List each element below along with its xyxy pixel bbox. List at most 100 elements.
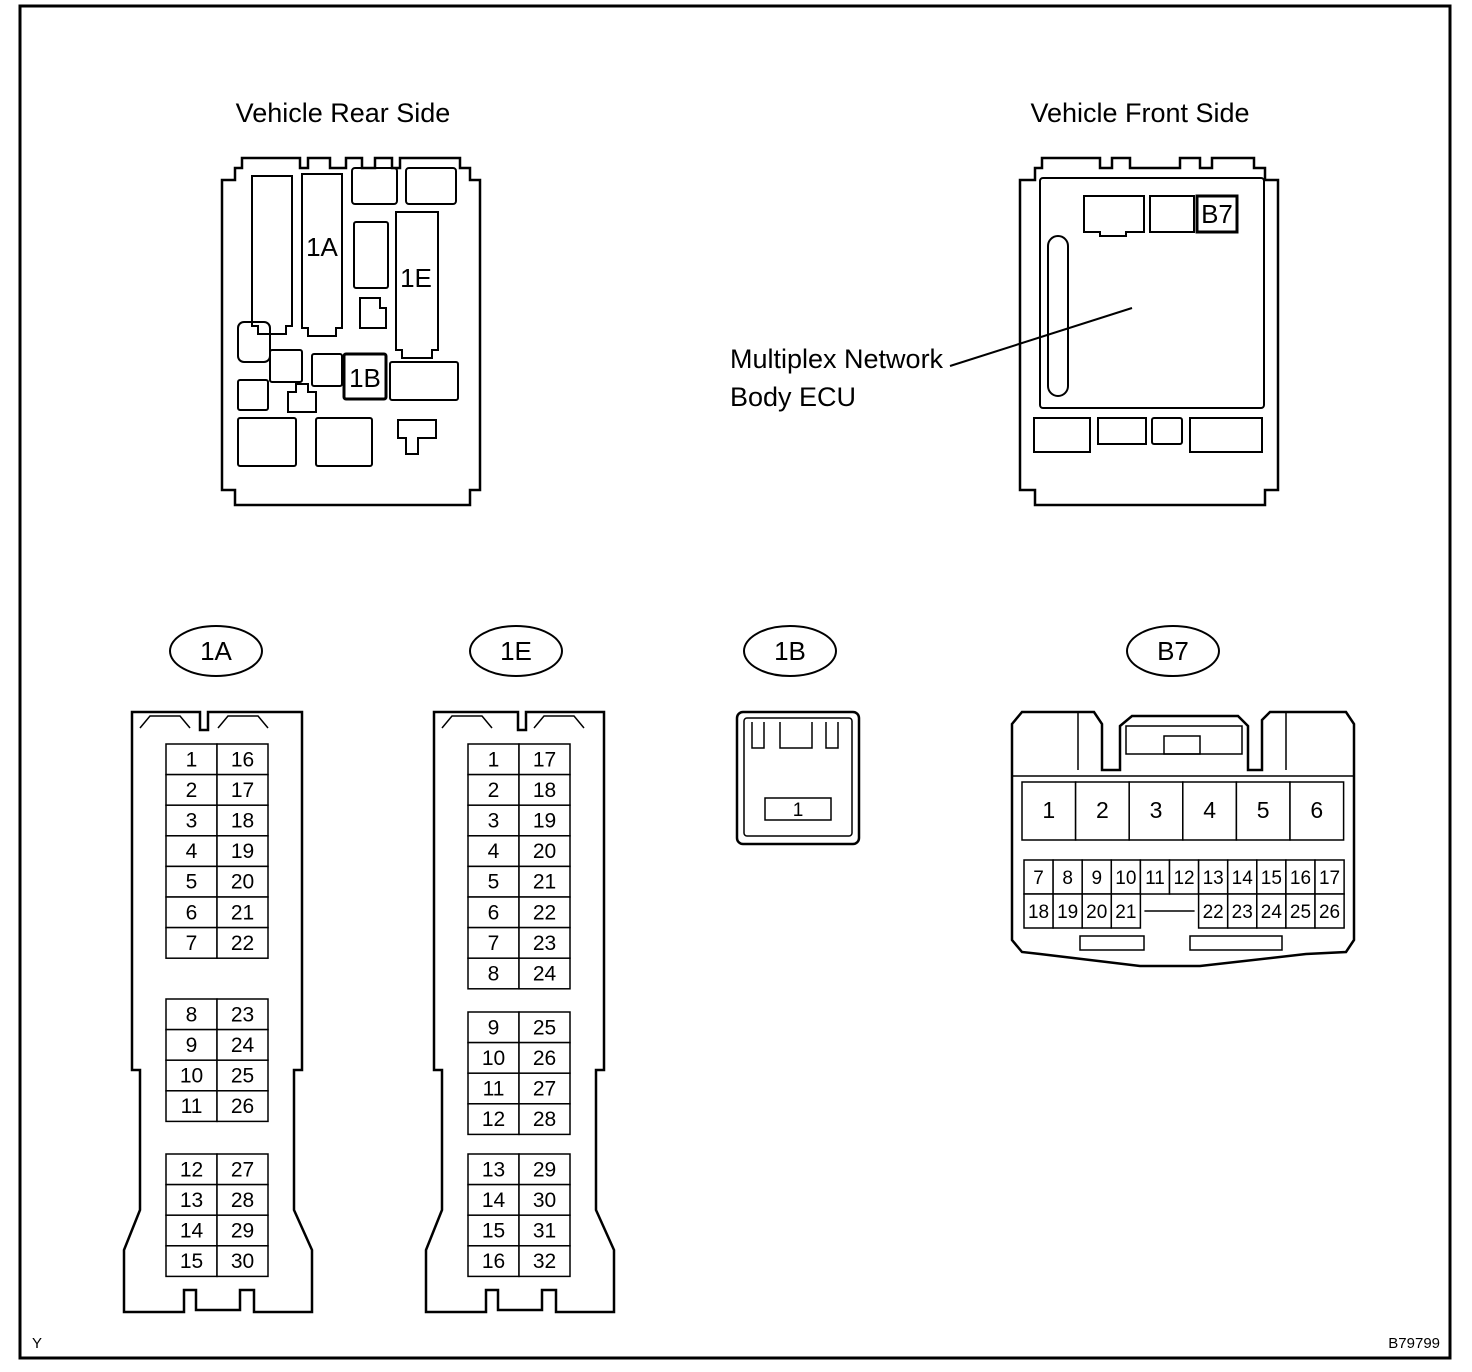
svg-text:21: 21 <box>1115 902 1136 923</box>
connector-1E-pin-31: 31 <box>518 1214 571 1247</box>
connector-B7-pin-26: 26 <box>1314 893 1345 929</box>
connector-1E-pin-14: 14 <box>467 1183 520 1216</box>
rear-tag-1A: 1A <box>306 232 338 262</box>
svg-text:19: 19 <box>1057 902 1078 923</box>
svg-text:25: 25 <box>231 1065 254 1088</box>
svg-text:14: 14 <box>1232 868 1254 889</box>
svg-text:28: 28 <box>231 1189 254 1212</box>
connector-1B-name: 1B <box>743 625 837 677</box>
svg-text:8: 8 <box>1062 868 1073 889</box>
svg-text:1: 1 <box>488 748 500 771</box>
connector-1A-pin-18: 18 <box>216 804 269 837</box>
rear-junction-block <box>220 156 482 507</box>
svg-text:29: 29 <box>231 1220 254 1243</box>
svg-text:1: 1 <box>1042 797 1055 823</box>
rear-tag-1B: 1B <box>349 363 381 393</box>
connector-B7-pin-5: 5 <box>1235 781 1291 841</box>
connector-B7-pin-2: 2 <box>1074 781 1130 841</box>
connector-1A-pin-29: 29 <box>216 1214 269 1247</box>
connector-1A-pin-23: 23 <box>216 998 269 1031</box>
rear-tag-1E: 1E <box>400 263 432 293</box>
svg-text:4: 4 <box>1203 797 1216 823</box>
svg-text:22: 22 <box>231 932 254 955</box>
connector-1E-pin-19: 19 <box>518 804 571 837</box>
svg-text:31: 31 <box>533 1220 556 1243</box>
svg-text:2: 2 <box>1096 797 1109 823</box>
connector-1A-pin-28: 28 <box>216 1183 269 1216</box>
svg-text:23: 23 <box>533 932 556 955</box>
svg-text:11: 11 <box>483 1078 505 1101</box>
connector-1A-pin-19: 19 <box>216 835 269 868</box>
connector-1E-pin-21: 21 <box>518 865 571 898</box>
svg-text:3: 3 <box>1150 797 1163 823</box>
svg-text:23: 23 <box>1232 902 1253 923</box>
svg-text:20: 20 <box>1086 902 1107 923</box>
corner-mark: Y <box>32 1335 42 1352</box>
svg-text:1: 1 <box>186 748 198 771</box>
svg-text:21: 21 <box>533 871 556 894</box>
connector-1B-pin-1: 1 <box>764 797 832 821</box>
svg-text:16: 16 <box>231 748 254 771</box>
svg-text:19: 19 <box>533 810 556 833</box>
connector-1E-pin-30: 30 <box>518 1183 571 1216</box>
connector-1A-pin-16: 16 <box>216 743 269 776</box>
connector-1A-pin-7: 7 <box>165 926 218 959</box>
svg-text:3: 3 <box>186 810 198 833</box>
connector-1E-pin-16: 16 <box>467 1245 520 1278</box>
connector-B7-pin-20: 20 <box>1081 893 1113 929</box>
svg-text:9: 9 <box>488 1016 500 1039</box>
connector-B7-pin-11: 11 <box>1139 859 1171 895</box>
connector-B7-pin-18: 18 <box>1023 893 1054 929</box>
svg-text:28: 28 <box>533 1108 556 1131</box>
connector-1A-pin-5: 5 <box>165 865 218 898</box>
svg-text:24: 24 <box>231 1034 255 1057</box>
svg-text:21: 21 <box>231 901 254 924</box>
svg-text:5: 5 <box>488 871 500 894</box>
connector-1A-pin-12: 12 <box>165 1153 218 1186</box>
connector-1E-name: 1E <box>469 625 563 677</box>
rear-side-title: Vehicle Rear Side <box>236 98 451 128</box>
svg-text:15: 15 <box>482 1220 505 1243</box>
figure-frame <box>18 4 1452 1360</box>
figure-code: B79799 <box>1388 1335 1440 1352</box>
svg-text:7: 7 <box>1033 868 1044 889</box>
connector-B7-pin-15: 15 <box>1256 859 1287 895</box>
connector-B7-pin-19: 19 <box>1052 893 1083 929</box>
connector-B7-pin-12: 12 <box>1168 859 1200 895</box>
connector-1A-pin-30: 30 <box>216 1245 269 1278</box>
ecu-leader-line <box>949 307 1133 367</box>
svg-text:1: 1 <box>793 800 804 821</box>
svg-text:9: 9 <box>186 1034 198 1057</box>
svg-text:26: 26 <box>231 1095 254 1118</box>
connector-1A-pin-25: 25 <box>216 1059 269 1092</box>
connector-B7-pin-1: 1 <box>1021 781 1077 841</box>
connector-B7-name: B7 <box>1126 625 1220 677</box>
connector-1E-pin-11: 11 <box>467 1072 520 1105</box>
connector-1A-pin-10: 10 <box>165 1059 218 1092</box>
svg-text:9: 9 <box>1091 868 1102 889</box>
connector-1A-pin-11: 11 <box>165 1090 218 1123</box>
connector-1A-pin-9: 9 <box>165 1028 218 1061</box>
svg-text:17: 17 <box>231 779 254 802</box>
svg-text:18: 18 <box>231 810 254 833</box>
svg-text:16: 16 <box>482 1250 505 1273</box>
connector-B7-pin-7: 7 <box>1023 859 1054 895</box>
connector-B7-housing <box>1010 710 1356 968</box>
connector-B7-pin-10: 10 <box>1110 859 1142 895</box>
connector-B7-pin-8: 8 <box>1052 859 1083 895</box>
connector-1E-pin-9: 9 <box>467 1011 520 1044</box>
ecu-label-line2: Body ECU <box>730 382 856 412</box>
connector-1A-pin-26: 26 <box>216 1090 269 1123</box>
connector-1B-tag: 1B <box>774 636 806 666</box>
svg-text:30: 30 <box>231 1250 254 1273</box>
svg-text:14: 14 <box>482 1189 506 1212</box>
connector-B7-pin-6: 6 <box>1289 781 1345 841</box>
connector-1E-pin-27: 27 <box>518 1072 571 1105</box>
svg-text:26: 26 <box>1319 902 1340 923</box>
connector-1E-pin-22: 22 <box>518 896 571 929</box>
connector-1E-pin-2: 2 <box>467 773 520 806</box>
connector-1A-pin-17: 17 <box>216 773 269 806</box>
connector-B7-pin-16: 16 <box>1285 859 1316 895</box>
